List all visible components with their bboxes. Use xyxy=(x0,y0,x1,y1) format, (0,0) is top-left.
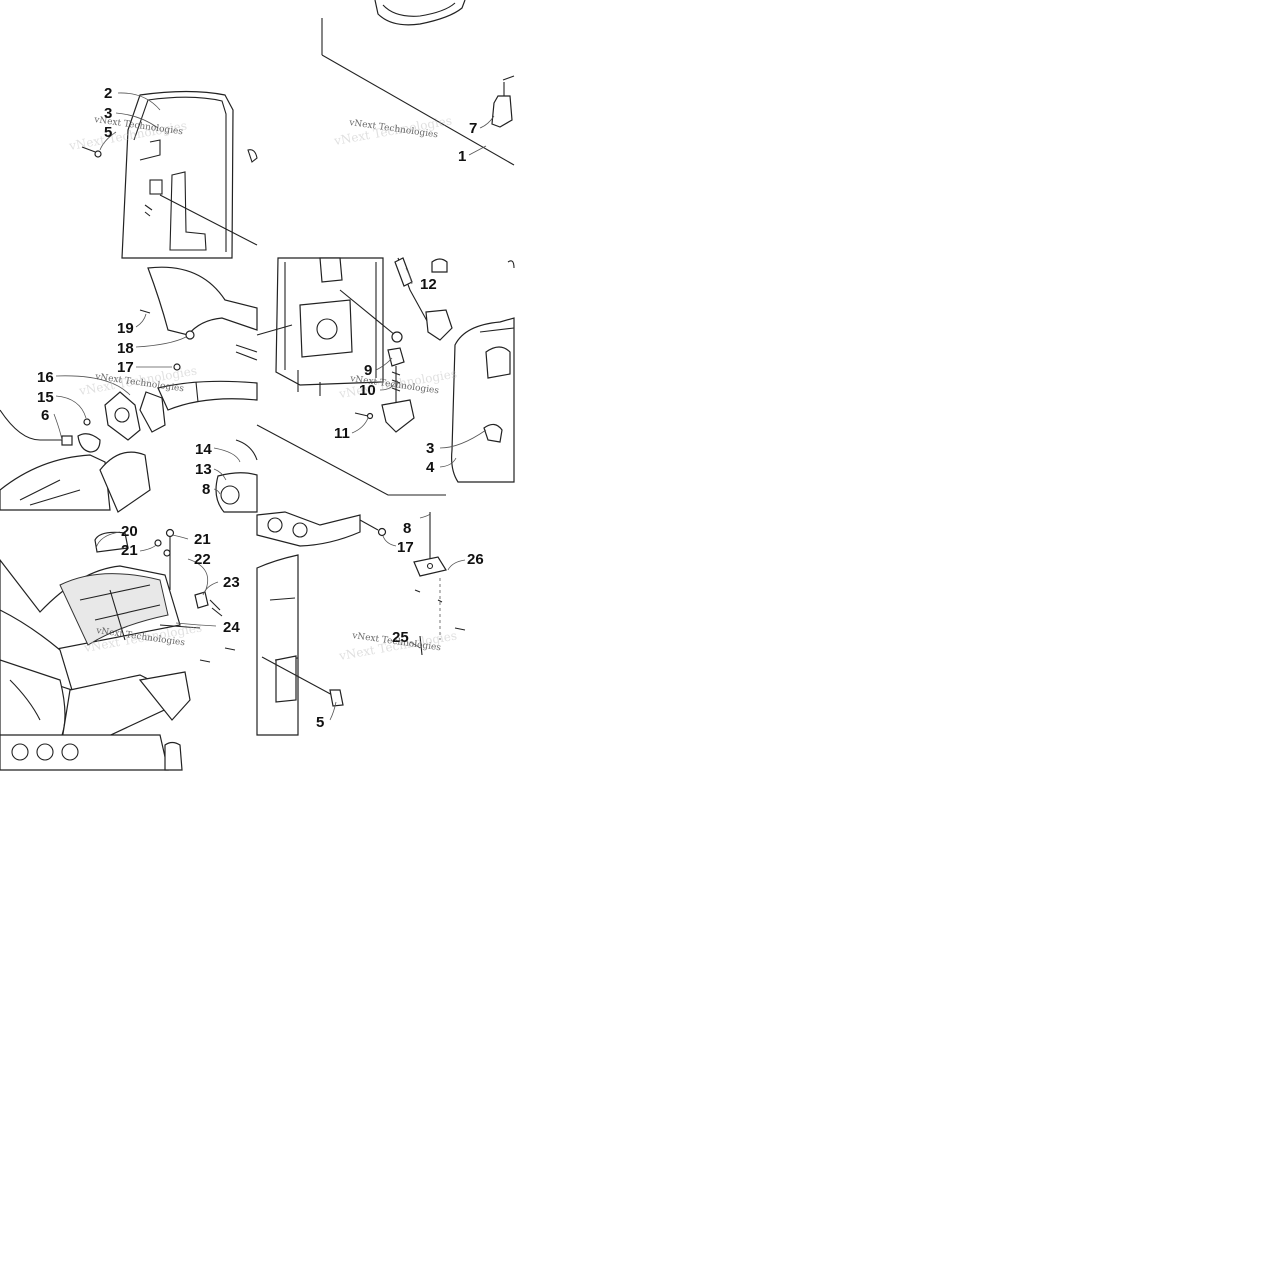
callout-12: 12 xyxy=(420,276,437,293)
callout-4: 4 xyxy=(426,459,435,476)
leader-lines-panel-3 xyxy=(53,313,241,495)
callout-8b: 8 xyxy=(403,520,411,537)
leader-lines-panel-4 xyxy=(351,267,487,468)
callout-6: 6 xyxy=(41,407,49,424)
callout-14: 14 xyxy=(195,441,212,458)
leader-lines-panel-6 xyxy=(329,513,466,721)
leader-lines-panel-5 xyxy=(95,531,219,627)
callout-5b: 5 xyxy=(316,714,324,731)
callout-17b: 17 xyxy=(397,539,414,556)
callout-21b: 21 xyxy=(194,531,211,548)
callout-3b: 3 xyxy=(426,440,434,457)
leader-lines-panel-1 xyxy=(99,92,161,151)
callout-22: 22 xyxy=(194,551,211,568)
callout-18: 18 xyxy=(117,340,134,357)
callout-7: 7 xyxy=(469,120,477,137)
callout-13: 13 xyxy=(195,461,212,478)
callout-1: 1 xyxy=(458,148,466,165)
callout-21: 21 xyxy=(121,542,138,559)
exhaust-manifold-drawing xyxy=(0,266,258,513)
callout-26: 26 xyxy=(467,551,484,568)
callout-3: 3 xyxy=(104,105,112,122)
callout-16: 16 xyxy=(37,369,54,386)
catalytic-shield-drawing xyxy=(0,528,236,771)
callout-19: 19 xyxy=(117,320,134,337)
callout-15: 15 xyxy=(37,389,54,406)
callout-17: 17 xyxy=(117,359,134,376)
callout-10: 10 xyxy=(359,382,376,399)
callout-24: 24 xyxy=(223,619,240,636)
callout-23: 23 xyxy=(223,574,240,591)
callout-20: 20 xyxy=(121,523,138,540)
mounting-bracket-drawing xyxy=(256,511,466,736)
callout-labels: 1 2 3 5 7 19 18 17 16 15 6 14 13 8 12 9 … xyxy=(37,85,484,731)
callout-11: 11 xyxy=(334,425,350,442)
leader-lines-panel-2 xyxy=(468,115,495,156)
muffler-drawing xyxy=(256,257,515,496)
frame-drawing xyxy=(321,0,515,166)
callout-2: 2 xyxy=(104,85,112,102)
callout-5: 5 xyxy=(104,124,112,141)
callout-25: 25 xyxy=(392,629,409,646)
heat-shield-drawing xyxy=(81,90,258,259)
callout-8: 8 xyxy=(202,481,210,498)
callout-9: 9 xyxy=(364,362,372,379)
